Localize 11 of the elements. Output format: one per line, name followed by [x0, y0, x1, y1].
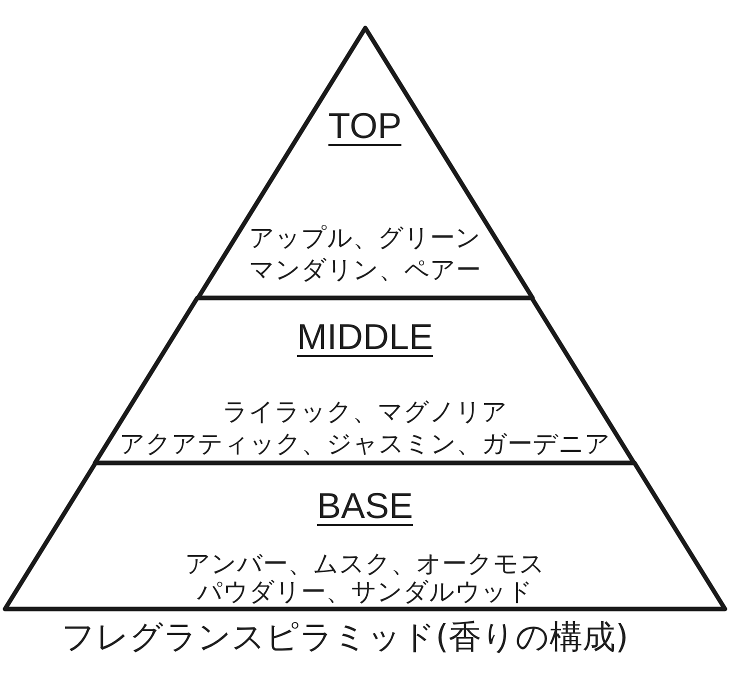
- tier-heading: BASE: [316, 488, 414, 526]
- note-list: マンダリン、ペアー: [248, 256, 481, 284]
- note-list: アンバー、ムスク、オークモス: [185, 550, 545, 578]
- tier-heading: MIDDLE: [296, 319, 433, 357]
- note-list: ライラック、マグノリア: [222, 398, 508, 426]
- tier-heading: TOP: [328, 108, 402, 146]
- caption: フレグランスピラミッド(香りの構成): [62, 618, 628, 656]
- note-list: アクアティック、ジャスミン、ガーデニア: [119, 430, 610, 458]
- note-list: アップル、グリーン: [248, 224, 481, 252]
- pyramid-tier: [1, 459, 729, 613]
- note-list: パウダリー、サンダルウッド: [197, 578, 533, 606]
